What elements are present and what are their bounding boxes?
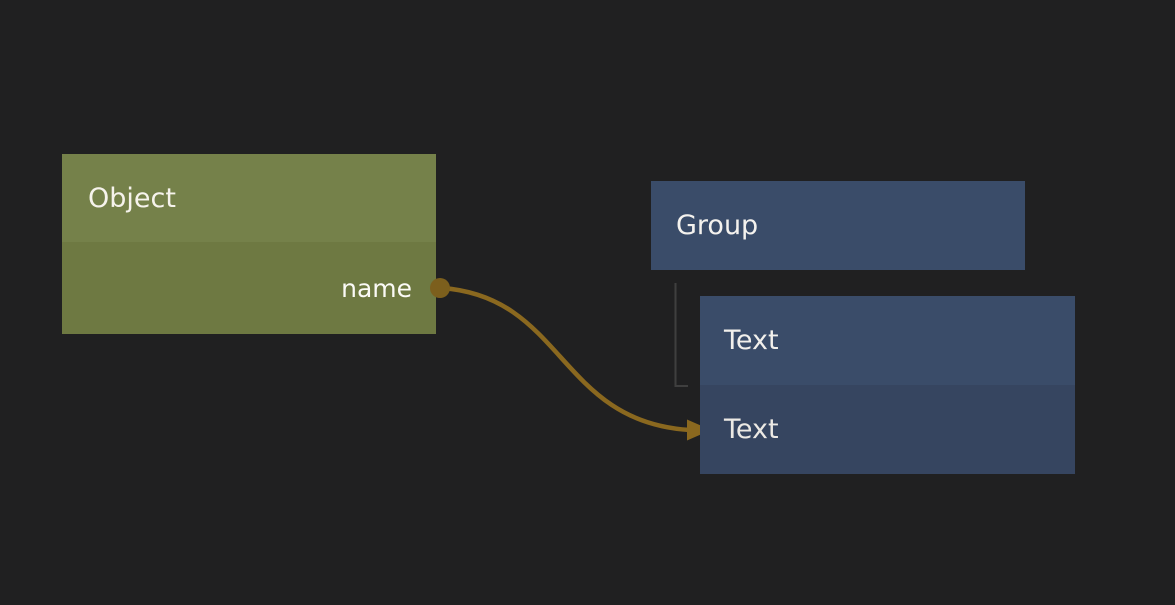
group-node-header[interactable]: Group	[651, 181, 1025, 270]
group-node[interactable]: Group	[651, 181, 1025, 270]
object-node-title: Object	[88, 182, 176, 214]
object-node-header[interactable]: Object	[62, 154, 436, 242]
text-node[interactable]: Text Text	[700, 296, 1075, 474]
text-node-row[interactable]: Text	[700, 385, 1075, 474]
object-node-body[interactable]: name	[62, 242, 450, 334]
text-node-header[interactable]: Text	[700, 296, 1075, 385]
group-text-hierarchy-elbow	[674, 283, 688, 387]
group-node-title: Group	[676, 210, 759, 241]
name-output-port[interactable]	[430, 278, 450, 298]
text-node-title: Text	[724, 325, 779, 356]
output-field-label: name	[341, 273, 412, 303]
name-to-text-connection-wire[interactable]	[439, 285, 693, 433]
text-node-row-label: Text	[724, 414, 779, 445]
object-node[interactable]: Object name	[62, 154, 450, 334]
